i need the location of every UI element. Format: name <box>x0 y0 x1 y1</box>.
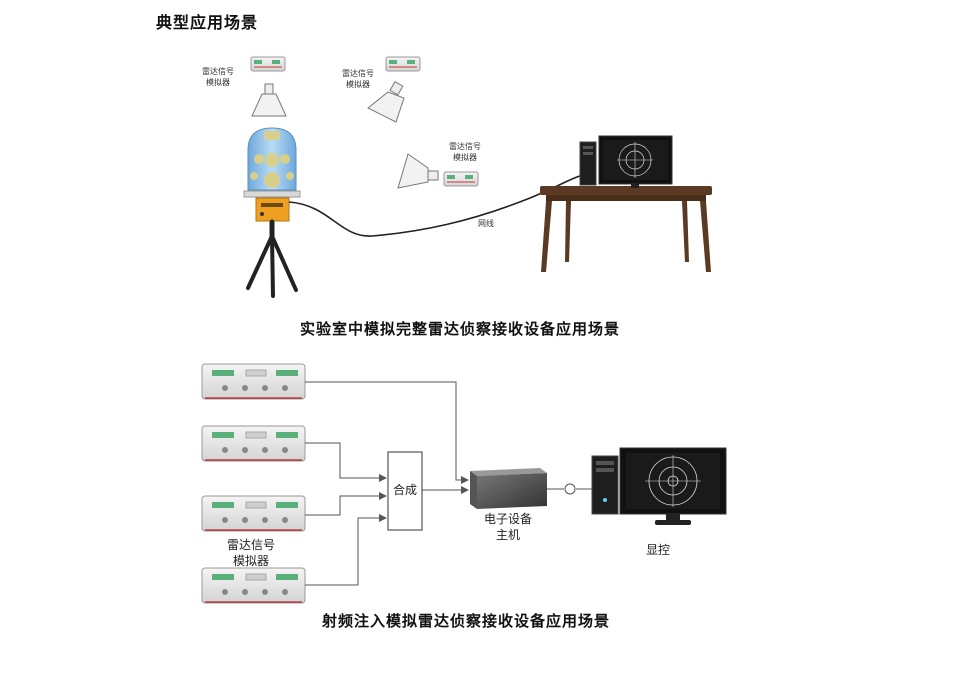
tripod <box>246 219 298 298</box>
scene1-caption: 实验室中模拟完整雷达侦察接收设备应用场景 <box>300 320 621 338</box>
simulator-label-2-line1: 雷达信号 <box>342 69 374 78</box>
signal-generator-1 <box>201 363 306 400</box>
signal-generator-3 <box>201 495 306 532</box>
electronic-host <box>470 468 547 509</box>
host-label-line1: 电子设备 <box>484 512 533 526</box>
signal-generator-2 <box>201 425 306 462</box>
horn-antenna-3 <box>397 153 439 189</box>
pc-tower-1 <box>579 141 597 186</box>
cable-label: 网线 <box>478 219 494 228</box>
desk <box>540 186 712 272</box>
simulator-unit-1 <box>250 56 286 72</box>
simulator-unit-3 <box>443 171 479 187</box>
horn-antenna-2 <box>367 80 405 123</box>
monitor-1 <box>598 135 673 188</box>
combiner-box <box>387 451 423 531</box>
generator-label: 雷达信号 模拟器 <box>227 537 275 569</box>
simulator-label-3-line1: 雷达信号 <box>449 142 481 151</box>
page-heading: 典型应用场景 <box>156 13 259 32</box>
simulator-label-3-line2: 模拟器 <box>453 153 477 162</box>
generator-label-line1: 雷达信号 <box>227 538 276 552</box>
horn-antenna-1 <box>251 83 287 117</box>
host-label-line2: 主机 <box>496 528 521 542</box>
host-label: 电子设备 主机 <box>484 511 532 543</box>
radar-receiver <box>243 127 301 222</box>
generator-label-line2: 模拟器 <box>233 554 270 568</box>
connection-lines <box>305 381 594 586</box>
simulator-unit-2 <box>385 56 421 72</box>
simulator-label-3: 雷达信号 模拟器 <box>449 141 481 163</box>
network-cable <box>288 171 593 237</box>
simulator-label-1-line1: 雷达信号 <box>202 67 234 76</box>
simulator-label-2-line2: 模拟器 <box>346 80 370 89</box>
monitor-2 <box>619 447 727 525</box>
pc-tower-2 <box>591 455 619 515</box>
signal-generator-4 <box>201 567 306 604</box>
simulator-label-1-line2: 模拟器 <box>206 78 230 87</box>
simulator-label-1: 雷达信号 模拟器 <box>202 66 234 88</box>
display-label: 显控 <box>646 543 671 557</box>
scene2-caption: 射频注入模拟雷达侦察接收设备应用场景 <box>322 612 611 630</box>
combiner-label: 合成 <box>393 483 418 497</box>
simulator-label-2: 雷达信号 模拟器 <box>342 68 374 90</box>
